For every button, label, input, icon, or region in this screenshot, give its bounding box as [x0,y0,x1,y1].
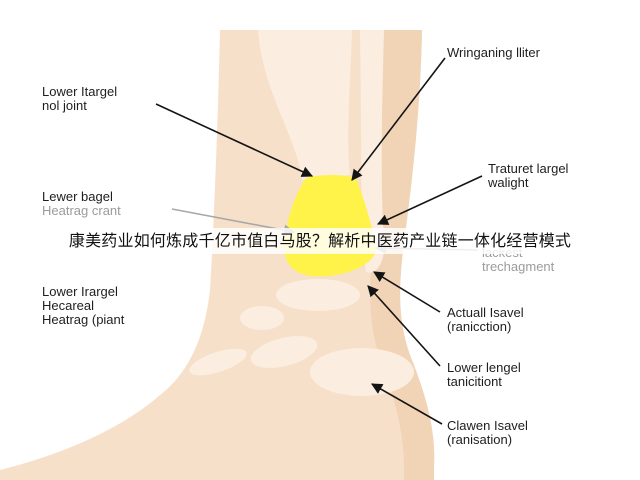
label-lower-lengel: Lower lengel tanicitiont [447,361,521,389]
label-line: walight [488,175,529,190]
label-wringaning: Wringaning lliter [447,46,540,60]
label-lewer-bagel: Lewer bagel Heatrag crant [42,190,121,218]
label-line: Actuall Isavel [447,305,524,320]
label-line: nol joint [42,98,87,113]
arrow-lower-lengel [367,285,441,367]
label-line: (ranicction) [447,319,512,334]
label-clawen: Clawen Isavel (ranisation) [447,419,528,447]
label-line: Lower Irargel [42,284,118,299]
label-lower-itargel: Lower Itargel nol joint [42,85,117,113]
calcaneus-bone [310,348,414,396]
arrow-actuall [373,271,441,313]
metatarsal-bone [189,348,247,376]
navicular-bone [240,306,284,330]
label-lower-irargel: Lower Irargel Hecareal Heatrag (piant [42,285,124,327]
label-line: Traturet largel [488,161,569,176]
label-line: Lewer bagel [42,189,113,204]
label-line: Lower lengel [447,360,521,375]
arrow-wringaning [351,57,446,181]
label-actuall: Actuall Isavel (ranicction) [447,306,524,334]
label-line: Lower Itargel [42,84,118,99]
label-line: Hecareal [42,298,95,313]
label-line: trechagment [482,259,555,274]
label-line: Clawen Isavel [447,418,528,433]
label-line: Heatrag (piant [42,312,125,327]
label-line: Wringaning lliter [447,45,540,60]
tibia-bone [258,30,352,180]
arrow-traturet [376,175,483,225]
arrow-lower-itargel [155,103,314,177]
label-line: Heatrag crant [42,203,121,218]
arrow-clawen [371,383,443,425]
label-traturet: Traturet largel walight [488,162,568,190]
cuboid-bone [250,336,318,368]
label-line: (ranisation) [447,432,513,447]
label-line: tanicitiont [447,374,502,389]
overlay-title: 康美药业如何炼成千亿市值白马股？解析中医药产业链一体化经营模式 [0,228,640,254]
talus-bone [276,279,360,311]
